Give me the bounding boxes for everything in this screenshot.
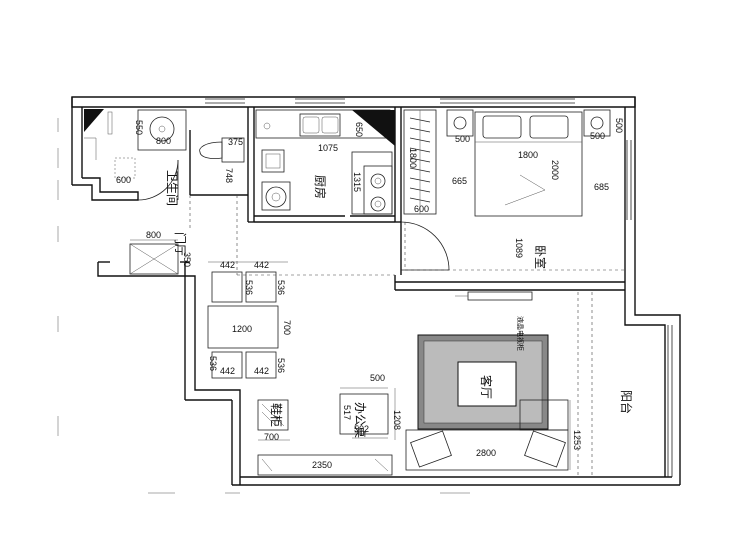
dim-1208: 1208 xyxy=(392,410,402,430)
dim-1253: 1253 xyxy=(572,430,582,450)
dim-500-desk: 500 xyxy=(370,373,385,383)
label-shoe-cabinet: 鞋柜 xyxy=(269,403,284,427)
dim-685: 685 xyxy=(594,182,609,192)
outer-walls xyxy=(71,96,681,486)
dim-517: 517 xyxy=(342,405,352,420)
shower-drain xyxy=(114,157,136,179)
dim-665: 665 xyxy=(452,176,467,186)
interior-walls xyxy=(189,107,625,477)
dim-350: 350 xyxy=(182,252,192,267)
dim-442-t1: 442 xyxy=(220,260,235,270)
entrance-cabinet xyxy=(129,239,179,275)
dim-1089: 1089 xyxy=(514,238,524,258)
dim-502: 502 xyxy=(354,424,369,434)
label-kitchen: 厨房 xyxy=(313,175,328,199)
label-balcony: 阳台 xyxy=(619,390,634,414)
axis-marks xyxy=(57,118,470,494)
dim-800-sink: 800 xyxy=(156,136,171,146)
label-living: 客厅 xyxy=(479,375,494,399)
dim-500-right: 500 xyxy=(590,131,605,141)
bathroom-fixtures xyxy=(84,109,245,201)
dim-650: 650 xyxy=(354,122,364,137)
dining-table xyxy=(207,261,288,379)
label-tv-cabinet: 液晶电视柜 xyxy=(516,316,525,351)
dim-700-shoe: 700 xyxy=(264,432,279,442)
label-bathroom: 卫生间 xyxy=(165,170,179,206)
dim-800-entry: 800 xyxy=(146,230,161,240)
bedroom-fixtures xyxy=(403,109,611,217)
dim-442-b2: 442 xyxy=(254,366,269,376)
sofa xyxy=(405,399,571,471)
bottom-cabinet xyxy=(257,454,393,476)
shoe-cabinet xyxy=(257,399,290,441)
dim-442-t2: 442 xyxy=(254,260,269,270)
room-labels: 卫生间 厨房 卧室 门厅 客厅 阳台 鞋柜 办公桌 液晶电视柜 xyxy=(165,170,634,438)
dim-536-t2: 536 xyxy=(276,280,286,295)
dim-2800: 2800 xyxy=(476,448,496,458)
dim-500-edge: 500 xyxy=(614,118,624,133)
dim-536-b1: 536 xyxy=(208,356,218,371)
dim-536-b2: 536 xyxy=(276,358,286,373)
label-desk: 办公桌 xyxy=(353,402,368,438)
dim-600-bath: 600 xyxy=(116,175,131,185)
dim-1800-bed: 1800 xyxy=(518,150,538,160)
dim-1200: 1200 xyxy=(232,324,252,334)
dim-1075: 1075 xyxy=(318,143,338,153)
dim-442-b1: 442 xyxy=(220,366,235,376)
dim-375: 375 xyxy=(228,137,243,147)
label-entrance: 门厅 xyxy=(173,232,188,256)
dim-1315: 1315 xyxy=(352,172,362,192)
dim-600-k: 600 xyxy=(414,204,429,214)
dim-2350: 2350 xyxy=(312,460,332,470)
kitchen-fixtures xyxy=(255,109,450,271)
dim-2000: 2000 xyxy=(550,160,560,180)
dim-500-left: 500 xyxy=(455,134,470,144)
dimension-labels: 550 800 375 748 600 650 1075 1315 1800 5… xyxy=(116,118,624,470)
dim-700: 700 xyxy=(282,320,292,335)
label-bedroom: 卧室 xyxy=(533,245,548,269)
living-room-carpet xyxy=(417,334,549,430)
dim-1800-wardrobe: 1800 xyxy=(408,148,418,168)
dim-748: 748 xyxy=(224,168,234,183)
office-desk xyxy=(339,387,396,440)
dim-550: 550 xyxy=(134,120,144,135)
dim-536-t1: 536 xyxy=(244,280,254,295)
